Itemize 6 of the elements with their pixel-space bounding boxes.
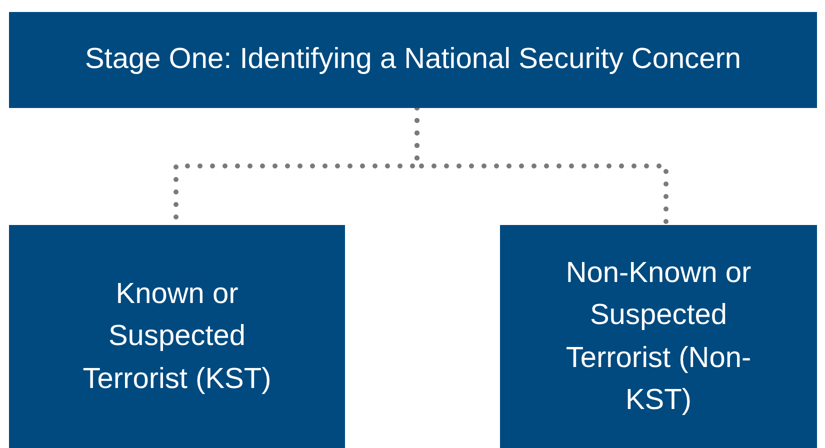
- box-text: Known or Suspected Terrorist (KST): [82, 277, 272, 397]
- box-text: Non-Known or Suspected Terrorist (Non-KST): [564, 256, 752, 418]
- label-box: [9, 225, 345, 448]
- box-text: Stage One: Identifying a National Security Concern: [84, 42, 742, 78]
- label-box: [9, 12, 817, 108]
- label-box: [500, 225, 817, 448]
